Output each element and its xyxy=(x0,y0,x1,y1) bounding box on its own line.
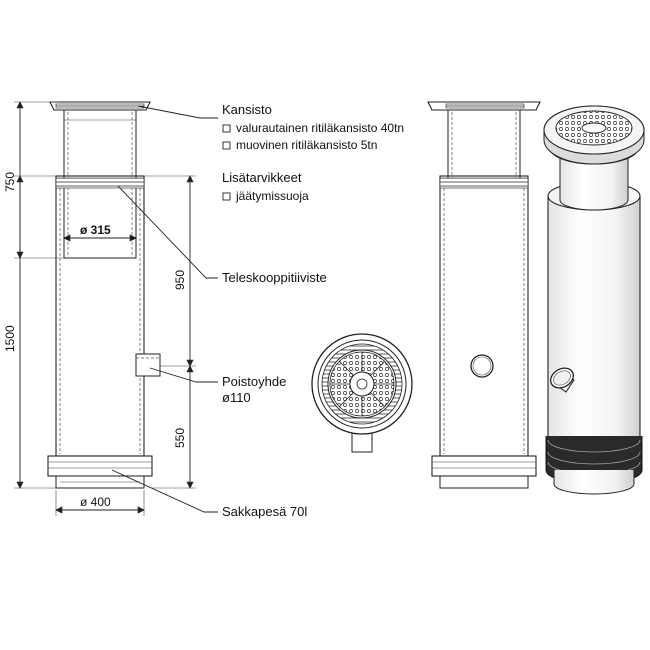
label-kansisto: Kansisto xyxy=(222,102,272,117)
top-view xyxy=(311,333,413,453)
label-poistoyhde: Poistoyhde xyxy=(222,374,286,389)
dimension-400: ø 400 xyxy=(55,490,145,516)
perspective-view xyxy=(543,105,645,495)
checkbox-empty-icon xyxy=(222,124,231,133)
label-poistoyhde-size: ø110 xyxy=(222,390,251,405)
dim-950-text: 950 xyxy=(173,270,187,290)
label-lisa-opt1: jäätymissuoja xyxy=(235,189,309,203)
label-kansisto-opt1: valurautainen ritiläkansisto 40tn xyxy=(236,121,404,135)
dim-400-text: ø 400 xyxy=(80,495,111,509)
dimension-315: ø 315 xyxy=(63,223,137,242)
side-view xyxy=(427,101,541,489)
callout-labels: Kansisto valurautainen ritiläkansisto 40… xyxy=(222,102,404,519)
dim-315-text: ø 315 xyxy=(80,223,111,237)
dimension-750: 750 xyxy=(3,101,64,259)
checkbox-empty-icon xyxy=(222,192,231,201)
dim-550-text: 550 xyxy=(173,428,187,448)
checkbox-empty-icon xyxy=(222,141,231,150)
leader-lines xyxy=(111,105,218,513)
dimension-1500: 1500 xyxy=(3,175,56,489)
dim-750-text: 750 xyxy=(3,172,17,192)
label-lisatarvikkeet: Lisätarvikkeet xyxy=(222,170,302,185)
dim-1500-text: 1500 xyxy=(3,325,17,352)
label-teleskooppi: Teleskooppitiiviste xyxy=(222,270,327,285)
label-sakkapesa: Sakkapesä 70l xyxy=(222,504,307,519)
label-kansisto-opt2: muovinen ritiläkansisto 5tn xyxy=(236,138,377,152)
section-view xyxy=(47,101,161,489)
dimension-950-550: 950 550 xyxy=(144,175,196,489)
